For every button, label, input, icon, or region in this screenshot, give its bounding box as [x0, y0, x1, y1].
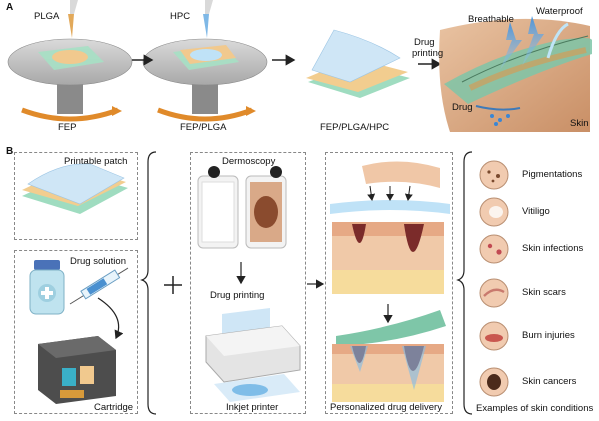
- condition-label-skin-infections: Skin infections: [522, 243, 584, 254]
- label-conditions-title: Examples of skin conditions: [476, 403, 594, 414]
- label-drug-printing-2: printing: [412, 48, 444, 59]
- drug-vial-syringe: [29, 260, 129, 340]
- patch-applied-skin: [332, 310, 446, 402]
- condition-label-burn-injuries: Burn injuries: [522, 330, 575, 341]
- panel-b-letter: B: [6, 146, 14, 157]
- fep-plga-hpc-film: [306, 29, 410, 98]
- label-fep-plga-hpc: FEP/PLGA/HPC: [320, 122, 390, 133]
- inkjet-printer-illustration: [205, 308, 301, 402]
- condition-icons: [479, 160, 509, 397]
- cartridge-illustration: [38, 336, 116, 404]
- right-brace: [456, 151, 473, 415]
- label-inkjet-printer: Inkjet printer: [226, 402, 279, 413]
- label-personalized-delivery: Personalized drug delivery: [330, 402, 442, 413]
- label-hpc: HPC: [170, 11, 191, 22]
- label-plga: PLGA: [34, 11, 60, 22]
- condition-label-skin-scars: Skin scars: [522, 287, 566, 298]
- label-dermoscopy: Dermoscopy: [222, 156, 276, 167]
- label-breathable: Breathable: [468, 14, 514, 25]
- left-brace: [140, 151, 157, 415]
- label-drug: Drug: [452, 102, 473, 113]
- condition-label-vitiligo: Vitiligo: [522, 206, 550, 217]
- condition-label-skin-cancers: Skin cancers: [522, 376, 577, 387]
- spin-coater-plga: [7, 0, 133, 122]
- dermoscopy-phones: [197, 166, 287, 249]
- label-printable-patch: Printable patch: [64, 156, 128, 167]
- label-drug-printing: Drug printing: [210, 290, 265, 301]
- label-fep-plga: FEP/PLGA: [180, 122, 227, 133]
- label-skin: Skin: [570, 118, 589, 129]
- label-cartridge: Cartridge: [94, 402, 134, 413]
- spin-coater-hpc: [142, 0, 268, 122]
- dermoscopy-printer-box: [190, 152, 306, 414]
- drug-cartridge-box: [14, 250, 138, 414]
- personalized-delivery-box: [325, 152, 453, 414]
- label-waterproof: Waterproof: [536, 6, 583, 17]
- label-drug-solution: Drug solution: [70, 256, 126, 267]
- condition-label-pigmentations: Pigmentations: [522, 169, 583, 180]
- printable-patch-illustration: [22, 163, 128, 214]
- label-drug-printing-1: Drug: [414, 37, 435, 48]
- panel-a-letter: A: [6, 2, 14, 13]
- finger-patch-skin: [330, 161, 450, 294]
- skin-patch-illustration: [439, 16, 592, 133]
- label-fep: FEP: [58, 122, 77, 133]
- printable-patch-box: [14, 152, 138, 240]
